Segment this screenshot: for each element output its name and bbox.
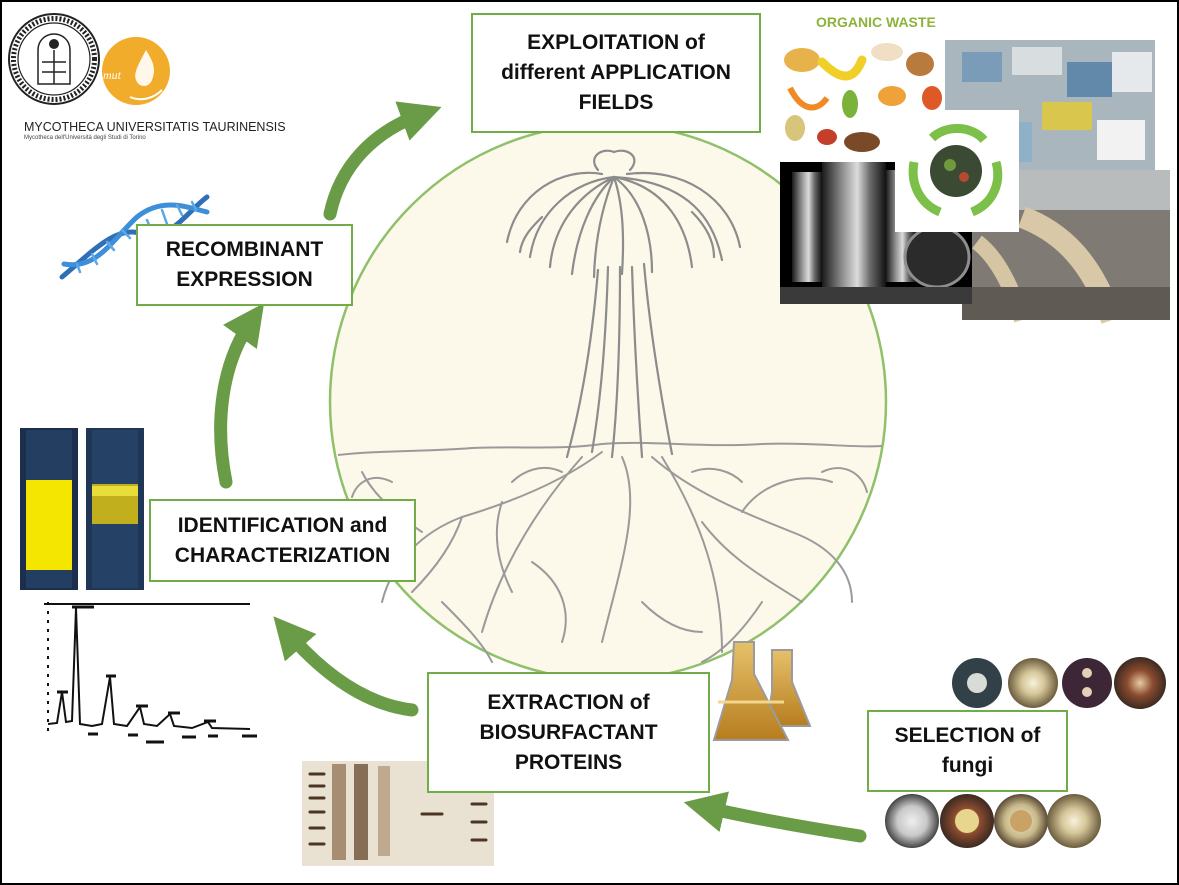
identification-line-2: CHARACTERIZATION (174, 543, 391, 567)
recombinant-line-1: RECOMBINANT (165, 238, 324, 261)
recombinant-line-2: EXPRESSION (176, 268, 313, 291)
identification-line-1: IDENTIFICATION and (177, 513, 388, 537)
chromatogram-plot (44, 602, 257, 744)
application-fields-collage (780, 32, 1170, 324)
extraction-step-box: EXTRACTION of BIOSURFACTANT PROTEINS (427, 672, 710, 793)
selection-line-1: SELECTION of (894, 724, 1041, 747)
arrow-to-extraction (683, 791, 867, 843)
extraction-line-3: PROTEINS (514, 750, 623, 774)
extraction-line-1: EXTRACTION of (487, 690, 650, 714)
fungus-illustration (328, 122, 888, 682)
recombinant-step-box: RECOMBINANT EXPRESSION (136, 224, 353, 306)
organic-waste-label: ORGANIC WASTE (816, 14, 936, 30)
exploitation-line-2: different APPLICATION (501, 61, 731, 84)
mut-logo-label: mut (103, 68, 121, 82)
fungal-culture-plates (885, 657, 1166, 848)
exploitation-step-box: EXPLOITATION of different APPLICATION FI… (471, 13, 761, 133)
university-seal-logo (8, 13, 100, 105)
arrow-to-identification (273, 616, 419, 717)
logo-subtitle: Mycotheca dell'Università degli Studi di… (24, 135, 146, 141)
arrow-to-recombinant (214, 303, 265, 489)
erlenmeyer-flasks-photo (712, 641, 812, 741)
cycle-arrows (214, 101, 867, 843)
arrow-to-exploitation (323, 101, 442, 221)
exploitation-line-1: EXPLOITATION of (527, 31, 705, 54)
identification-step-box: IDENTIFICATION and CHARACTERIZATION (149, 499, 416, 582)
mut-logo (102, 37, 170, 105)
recycling-symbol-photo (895, 110, 1019, 232)
extraction-line-2: BIOSURFACTANT (479, 720, 658, 744)
selection-line-2: fungi (941, 754, 994, 777)
logo-name: MYCOTHECA UNIVERSITATIS TAURINENSIS (24, 120, 286, 134)
selection-step-box: SELECTION of fungi (867, 710, 1068, 792)
exploitation-line-3: FIELDS (578, 91, 654, 114)
test-tubes-photo (20, 428, 144, 590)
